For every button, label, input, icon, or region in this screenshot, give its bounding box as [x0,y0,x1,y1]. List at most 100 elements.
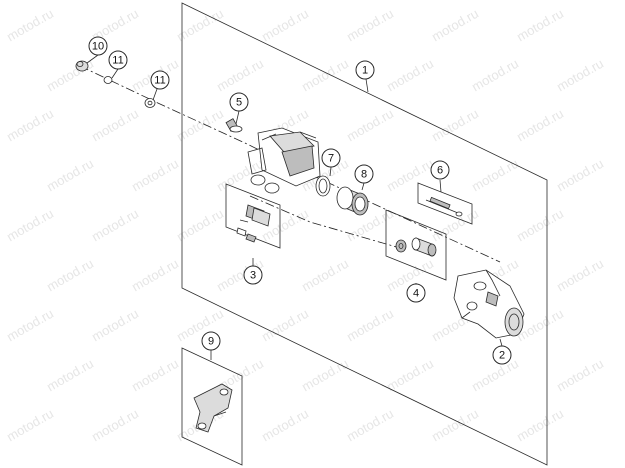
watermark-text: motod.ru [4,6,56,45]
kit-box-3 [225,183,281,249]
watermark-text: motod.ru [554,356,606,395]
watermark-text: motod.ru [344,406,396,445]
callout-circle [430,160,450,180]
callout-circle [201,331,221,351]
watermark-text: motod.ru [89,106,141,145]
watermark-text: motod.ru [299,356,351,395]
callout-4: 4 [406,283,426,303]
callout-3: 3 [243,265,263,285]
callout-number: 2 [499,350,505,362]
watermark-text: motod.ru [344,106,396,145]
callout-circle [406,283,426,303]
watermark-text: motod.ru [514,206,566,245]
callout-9: 9 [201,331,221,351]
callout-circle [243,265,263,285]
callout-circle [355,60,375,80]
bracket-part [193,383,233,433]
watermark-text: motod.ru [554,56,606,95]
watermark-text: motod.ru [554,156,606,195]
callout-10: 10 [88,36,108,56]
watermark-text: motod.ru [469,156,521,195]
seal-ring-part [315,175,331,197]
callout-number: 4 [413,288,419,300]
watermark-text: motod.ru [129,256,181,295]
piston-part [336,186,369,216]
pin-axis [249,195,401,249]
watermark-text: motod.ru [429,6,481,45]
watermark-text: motod.ru [44,156,96,195]
watermark-text: motod.ru [384,156,436,195]
watermark-text: motod.ru [344,206,396,245]
watermark-text: motod.ru [299,56,351,95]
cap-part [75,60,89,72]
callout-2: 2 [492,345,512,365]
watermark-text: motod.ru [554,256,606,295]
watermark-text: motod.ru [4,306,56,345]
callout-circle [354,164,374,184]
kit-box-6 [417,182,473,225]
bleed-screw-part [225,118,243,133]
callout-number: 11 [112,55,123,67]
callout-number: 11 [154,75,165,87]
watermark-text: motod.ru [129,356,181,395]
brake-pads-part [236,204,271,243]
watermark-text: motod.ru [4,206,56,245]
watermark-text: motod.ru [514,6,566,45]
callout-circle [321,148,341,168]
callout-number: 7 [328,153,334,165]
watermark-text: motod.ru [469,56,521,95]
watermark-layer: motod.ru motod.ru motod.ru motod.ru motod.ru… [4,6,606,445]
watermark-text: motod.ru [4,406,56,445]
watermark-text: motod.ru [299,256,351,295]
callouts: 10 11 11 5 1 7 8 6 3 4 2 9 [88,36,512,365]
watermark-text: motod.ru [384,56,436,95]
watermark-text: motod.ru [259,6,311,45]
callout-11b: 11 [150,70,170,90]
callout-number: 9 [208,336,214,348]
callout-circle [150,70,170,90]
watermark-text: motod.ru [89,206,141,245]
callout-number: 8 [361,169,367,181]
watermark-text: motod.ru [514,106,566,145]
watermark-text: motod.ru [44,356,96,395]
callout-1: 1 [355,60,375,80]
caliper-carrier-part [453,269,525,339]
panel-9 [181,347,243,466]
watermark-text: motod.ru [344,6,396,45]
watermark-text: motod.ru [44,256,96,295]
callout-5: 5 [229,92,249,112]
assembly-panel [181,2,548,466]
watermark-text: motod.ru [259,306,311,345]
washer-part-lower [144,98,156,108]
watermark-text: motod.ru [4,106,56,145]
callout-number: 3 [250,270,256,282]
kit-box-4 [385,209,447,281]
washer-part-upper [103,76,113,84]
callout-number: 10 [92,41,104,53]
watermark-text: motod.ru [129,156,181,195]
callout-8: 8 [354,164,374,184]
watermark-text: motod.ru [89,406,141,445]
callout-number: 5 [236,97,242,109]
watermark-text: motod.ru [384,356,436,395]
callout-7: 7 [321,148,341,168]
callout-circle [229,92,249,112]
callout-circle [492,345,512,365]
watermark-text: motod.ru [344,306,396,345]
watermark-text: motod.ru [514,406,566,445]
watermark-text: motod.ru [214,56,266,95]
watermark-text: motod.ru [429,106,481,145]
watermark-text: motod.ru [469,356,521,395]
callout-number: 1 [362,65,368,77]
callout-number: 6 [437,165,443,177]
leader-lines [86,54,503,360]
bushing-kit-part [395,237,437,257]
callout-circle [88,36,108,56]
callout-6: 6 [430,160,450,180]
guide-pin-part [425,196,463,217]
watermark-text: motod.ru [44,56,96,95]
watermark-text: motod.ru [89,306,141,345]
callout-circle [108,50,128,70]
caliper-body-part [247,127,321,194]
